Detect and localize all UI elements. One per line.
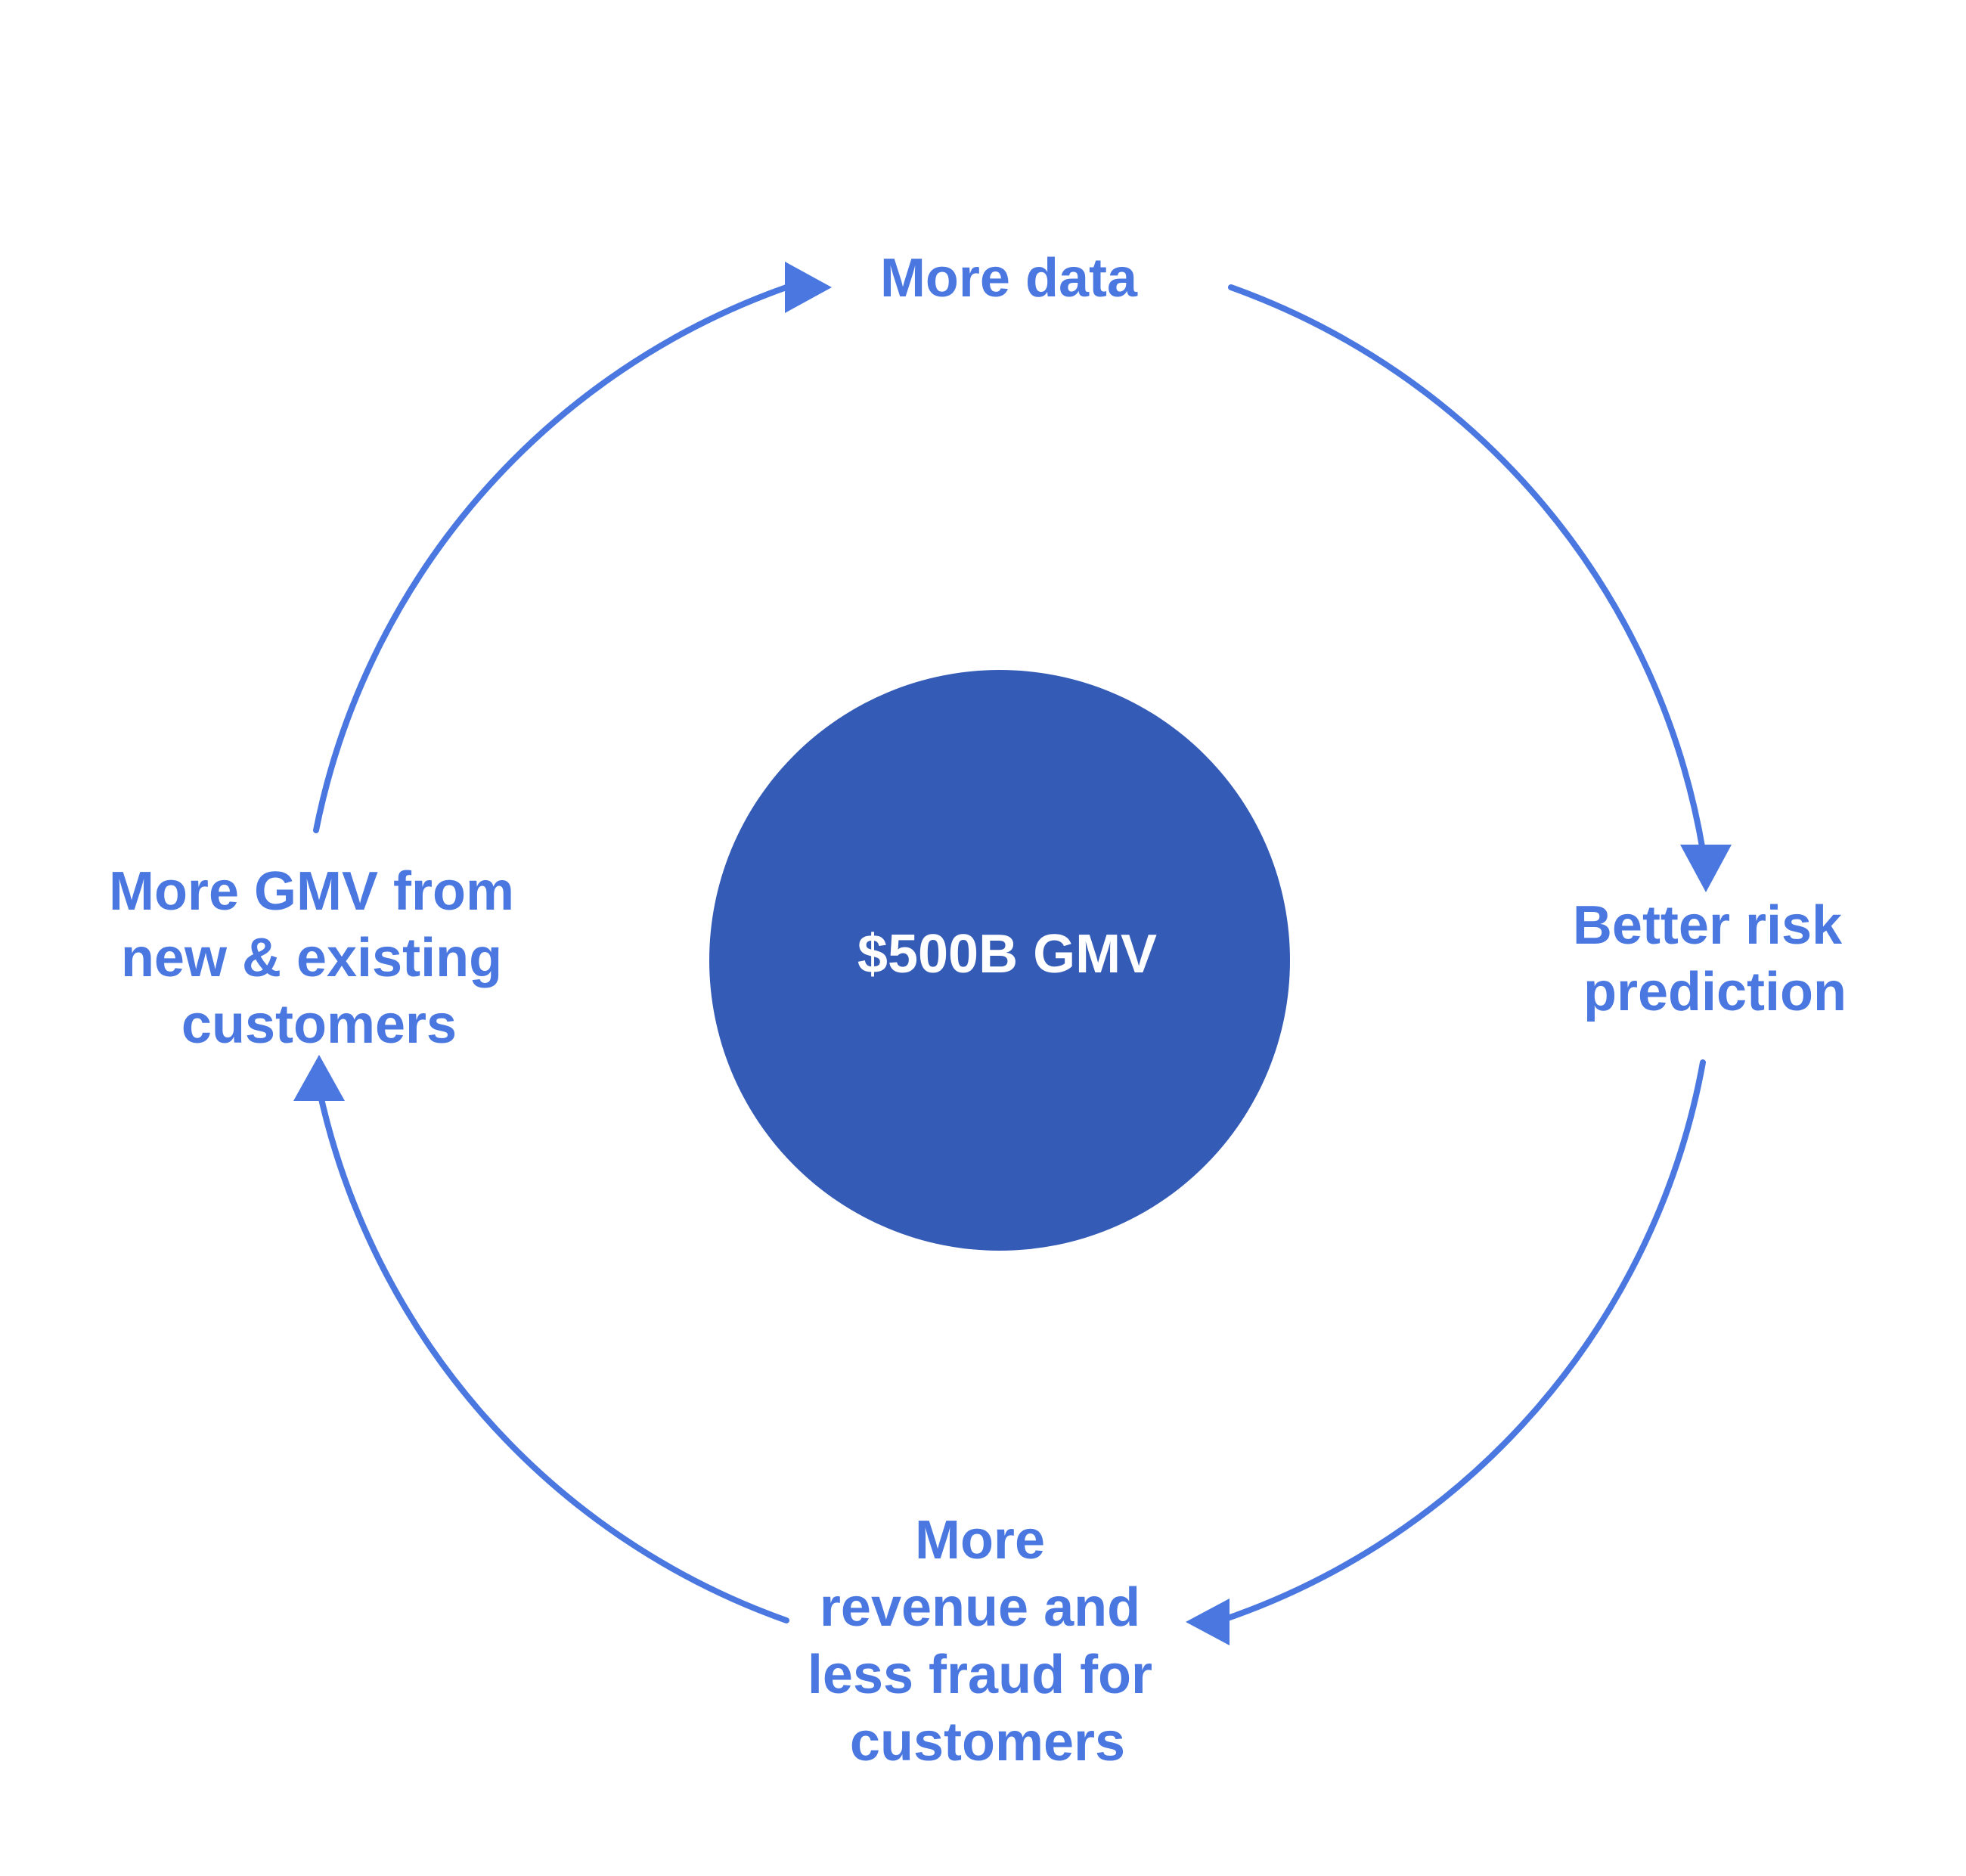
node-more-gmv-line: new & existing — [121, 928, 502, 988]
node-more-gmv-line: More GMV from — [109, 861, 514, 922]
node-better-risk-prediction-line: prediction — [1583, 962, 1847, 1022]
arrow-revenue-to-gmv — [316, 1086, 789, 1623]
node-more-revenue-line: More — [915, 1510, 1045, 1571]
node-more-revenue-line: less fraud for — [808, 1645, 1152, 1705]
node-more-revenue: More revenue and less fraud for customer… — [808, 1510, 1168, 1772]
hub-circle — [709, 670, 1290, 1251]
arrow-gmv-to-data — [313, 284, 789, 833]
cycle-arrows — [313, 284, 1706, 1623]
node-more-revenue-line: customers — [850, 1712, 1125, 1772]
hub-label: $500B GMV — [857, 924, 1157, 985]
arrowhead-bottom — [1186, 1598, 1230, 1645]
arrow-risk-to-revenue — [1218, 1059, 1706, 1623]
node-better-risk-prediction: Better risk prediction — [1573, 895, 1857, 1022]
arrowhead-left — [293, 1055, 345, 1101]
node-more-revenue-line: revenue and — [820, 1577, 1140, 1638]
node-more-data: More data — [880, 248, 1138, 309]
node-better-risk-prediction-line: Better risk — [1573, 895, 1843, 956]
node-more-data-line: More data — [880, 248, 1138, 309]
arrow-data-to-risk — [1228, 284, 1706, 854]
arrow-heads — [293, 262, 1732, 1645]
arrowhead-right — [1680, 845, 1732, 892]
node-more-gmv-line: customers — [181, 994, 457, 1055]
node-more-gmv: More GMV from new & existing customers — [109, 861, 529, 1055]
arrowhead-top — [785, 262, 832, 313]
